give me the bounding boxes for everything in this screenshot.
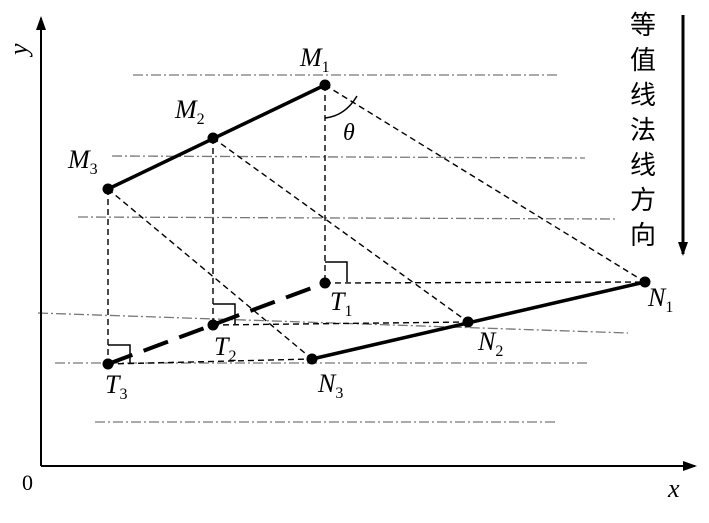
label-t2: T2 bbox=[214, 332, 236, 365]
line-t1-n1 bbox=[324, 281, 646, 284]
point-t2 bbox=[207, 319, 219, 331]
point-labels: M1 M2 M3 T1 T2 T3 N1 N2 N3 bbox=[67, 43, 673, 403]
y-axis-label: y bbox=[4, 43, 33, 58]
axes bbox=[36, 16, 697, 471]
point-m1 bbox=[319, 79, 331, 91]
contour-line-2 bbox=[111, 155, 586, 159]
projection-lines bbox=[107, 84, 646, 365]
point-n2 bbox=[462, 316, 474, 328]
direction-char-5: 线 bbox=[630, 151, 656, 181]
label-n1: N1 bbox=[647, 283, 673, 316]
point-m3 bbox=[102, 183, 114, 195]
label-m3: M3 bbox=[67, 145, 98, 178]
direction-char-1: 等 bbox=[630, 11, 656, 41]
point-m2 bbox=[207, 132, 219, 144]
line-m3-n3 bbox=[107, 188, 313, 360]
direction-char-3: 线 bbox=[630, 81, 656, 111]
label-m2: M2 bbox=[174, 95, 205, 128]
angle-theta-arc bbox=[324, 95, 358, 119]
right-angle-markers bbox=[108, 261, 348, 363]
line-t2-n2 bbox=[212, 321, 469, 326]
point-t1 bbox=[319, 277, 331, 289]
point-n1 bbox=[639, 276, 651, 288]
points bbox=[102, 79, 651, 370]
label-n3: N3 bbox=[317, 369, 343, 402]
right-angle-t2 bbox=[213, 303, 236, 324]
direction-char-7: 向 bbox=[630, 221, 656, 251]
label-m1: M1 bbox=[299, 43, 330, 76]
direction-char-2: 值 bbox=[630, 46, 656, 76]
contour-line-3 bbox=[77, 216, 616, 220]
line-t3-n3 bbox=[107, 358, 313, 365]
line-m1-n1 bbox=[324, 84, 646, 283]
segment-n3-n1 bbox=[311, 280, 646, 361]
right-angle-t3 bbox=[108, 344, 131, 363]
origin-label: 0 bbox=[22, 470, 33, 495]
angle-theta-label: θ bbox=[343, 120, 355, 146]
direction-label: 等 值 线 法 线 方 向 bbox=[630, 11, 656, 251]
direction-char-4: 法 bbox=[630, 116, 656, 146]
x-axis-label: x bbox=[667, 474, 680, 503]
point-t3 bbox=[102, 358, 114, 370]
label-n2: N2 bbox=[477, 327, 503, 360]
label-t3: T3 bbox=[105, 370, 127, 403]
point-n3 bbox=[306, 353, 318, 365]
direction-char-6: 方 bbox=[630, 186, 656, 216]
right-angle-t1 bbox=[325, 261, 348, 282]
label-t1: T1 bbox=[330, 287, 352, 320]
line-m2-n2 bbox=[212, 137, 469, 323]
